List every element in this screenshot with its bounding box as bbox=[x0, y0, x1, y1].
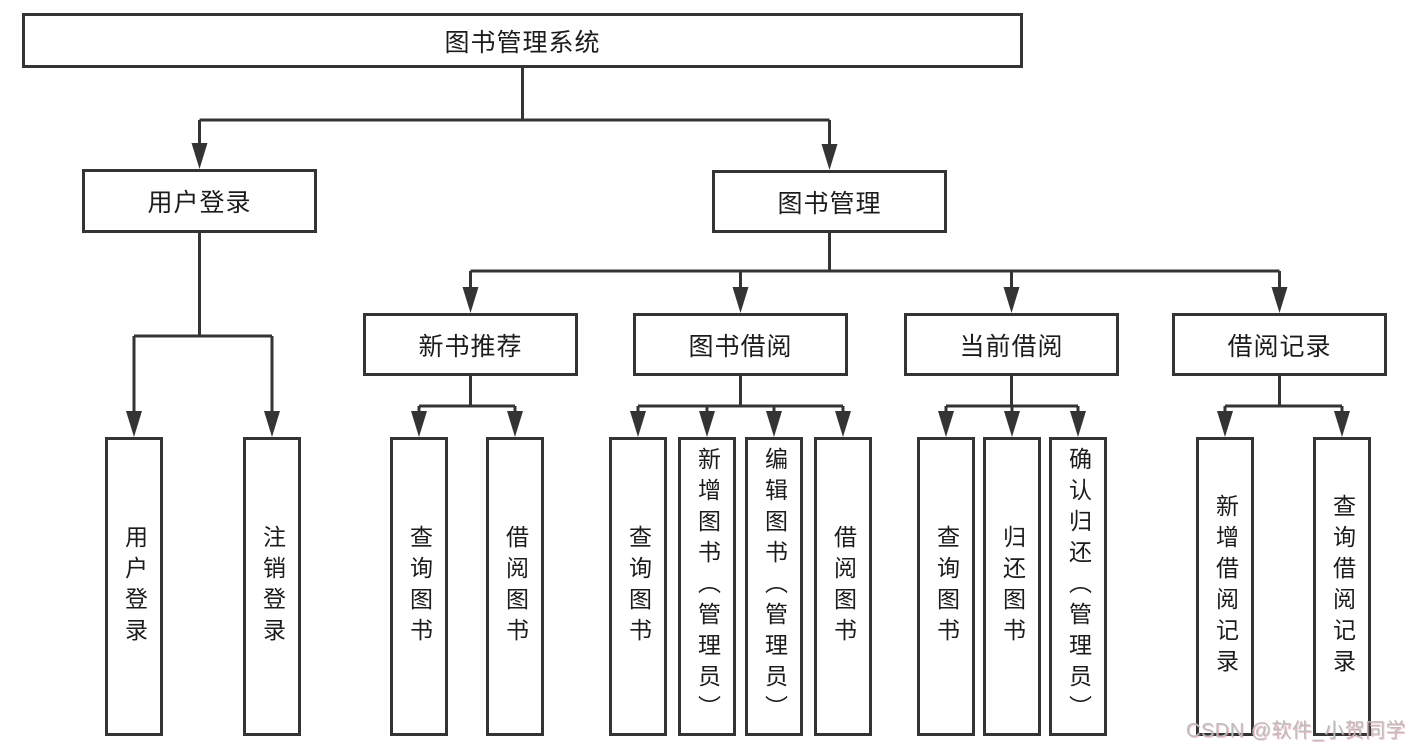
leaf-query-books-borrowing-label: 查询图书 bbox=[625, 524, 652, 649]
leaf-borrow-books-recommend-label: 借阅图书 bbox=[502, 524, 529, 649]
leaf-borrow-books-recommend: 借阅图书 bbox=[486, 437, 544, 736]
leaf-user-login: 用户登录 bbox=[105, 437, 163, 736]
node-book-borrowing: 图书借阅 bbox=[633, 313, 848, 376]
leaf-return-books: 归还图书 bbox=[983, 437, 1041, 736]
leaf-borrow-books-label: 借阅图书 bbox=[830, 524, 857, 649]
leaf-return-books-label: 归还图书 bbox=[999, 524, 1026, 649]
node-user-login: 用户登录 bbox=[82, 169, 317, 233]
node-library-system: 图书管理系统 bbox=[22, 13, 1023, 68]
leaf-query-books-current-label: 查询图书 bbox=[933, 524, 960, 649]
node-borrow-records: 借阅记录 bbox=[1172, 313, 1387, 376]
leaf-edit-books-admin: 编辑图书（管理员） bbox=[745, 437, 803, 736]
arrowheads bbox=[126, 143, 1350, 437]
leaf-add-books-admin: 新增图书（管理员） bbox=[678, 437, 736, 736]
node-current-borrowing: 当前借阅 bbox=[904, 313, 1119, 376]
node-new-book-recommend: 新书推荐 bbox=[363, 313, 578, 376]
leaf-logout-label: 注销登录 bbox=[259, 524, 286, 649]
csdn-watermark: CSDN @软件_小贺同学 bbox=[1186, 720, 1405, 742]
leaf-add-borrow-record: 新增借阅记录 bbox=[1196, 437, 1254, 736]
leaf-logout: 注销登录 bbox=[243, 437, 301, 736]
leaf-query-books-current: 查询图书 bbox=[917, 437, 975, 736]
leaf-add-books-admin-label: 新增图书（管理员） bbox=[694, 447, 721, 726]
leaf-query-books-recommend-label: 查询图书 bbox=[406, 524, 433, 649]
leaf-user-login-label: 用户登录 bbox=[121, 524, 148, 649]
leaf-borrow-books: 借阅图书 bbox=[814, 437, 872, 736]
leaf-query-borrow-record-label: 查询借阅记录 bbox=[1329, 493, 1356, 680]
leaf-query-borrow-record: 查询借阅记录 bbox=[1313, 437, 1371, 736]
node-book-management: 图书管理 bbox=[712, 170, 947, 233]
leaf-confirm-return-admin-label: 确认归还（管理员） bbox=[1065, 447, 1092, 726]
leaf-query-books-borrowing: 查询图书 bbox=[609, 437, 667, 736]
leaf-query-books-recommend: 查询图书 bbox=[390, 437, 448, 736]
leaf-edit-books-admin-label: 编辑图书（管理员） bbox=[761, 447, 788, 726]
leaf-confirm-return-admin: 确认归还（管理员） bbox=[1049, 437, 1107, 736]
leaf-add-borrow-record-label: 新增借阅记录 bbox=[1212, 493, 1239, 680]
